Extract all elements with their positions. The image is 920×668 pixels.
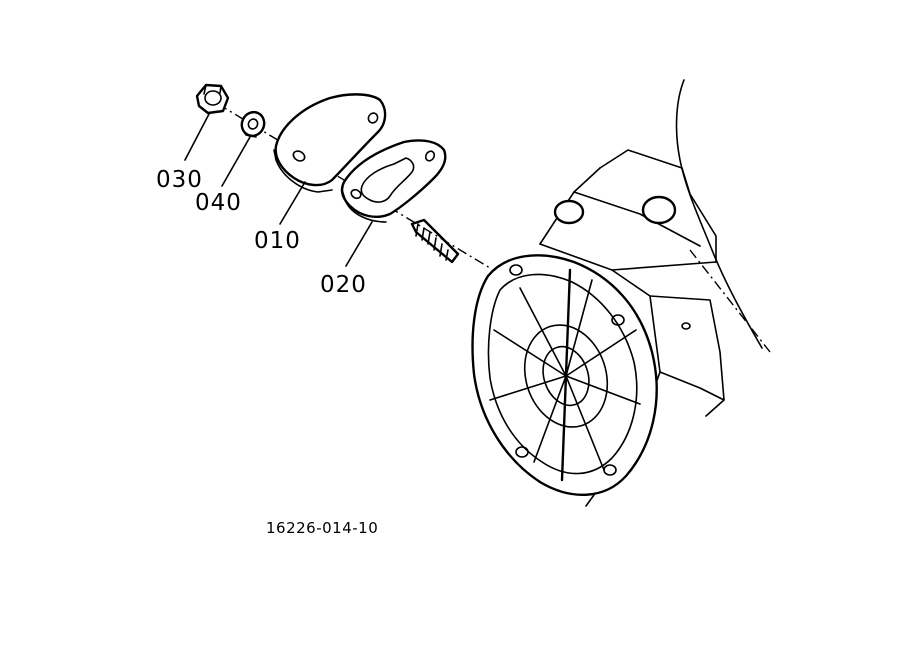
callout-010: 010 xyxy=(254,228,301,254)
leader-040 xyxy=(221,136,251,187)
leader-020 xyxy=(345,221,373,267)
part-010-cover-plate[interactable] xyxy=(273,93,387,193)
engine-housing xyxy=(471,79,771,507)
callout-020: 020 xyxy=(320,272,367,298)
part-040-washer[interactable] xyxy=(238,108,268,139)
part-020-gasket[interactable] xyxy=(340,139,447,223)
stud-bolt xyxy=(410,218,460,264)
part-030-hex-nut[interactable] xyxy=(195,83,230,115)
leader-lines xyxy=(184,113,373,267)
leader-030 xyxy=(184,113,210,161)
callout-030: 030 xyxy=(156,167,203,193)
leader-010 xyxy=(279,181,306,225)
callout-040: 040 xyxy=(195,190,242,216)
diagram-reference-number: 16226-014-10 xyxy=(266,519,378,537)
